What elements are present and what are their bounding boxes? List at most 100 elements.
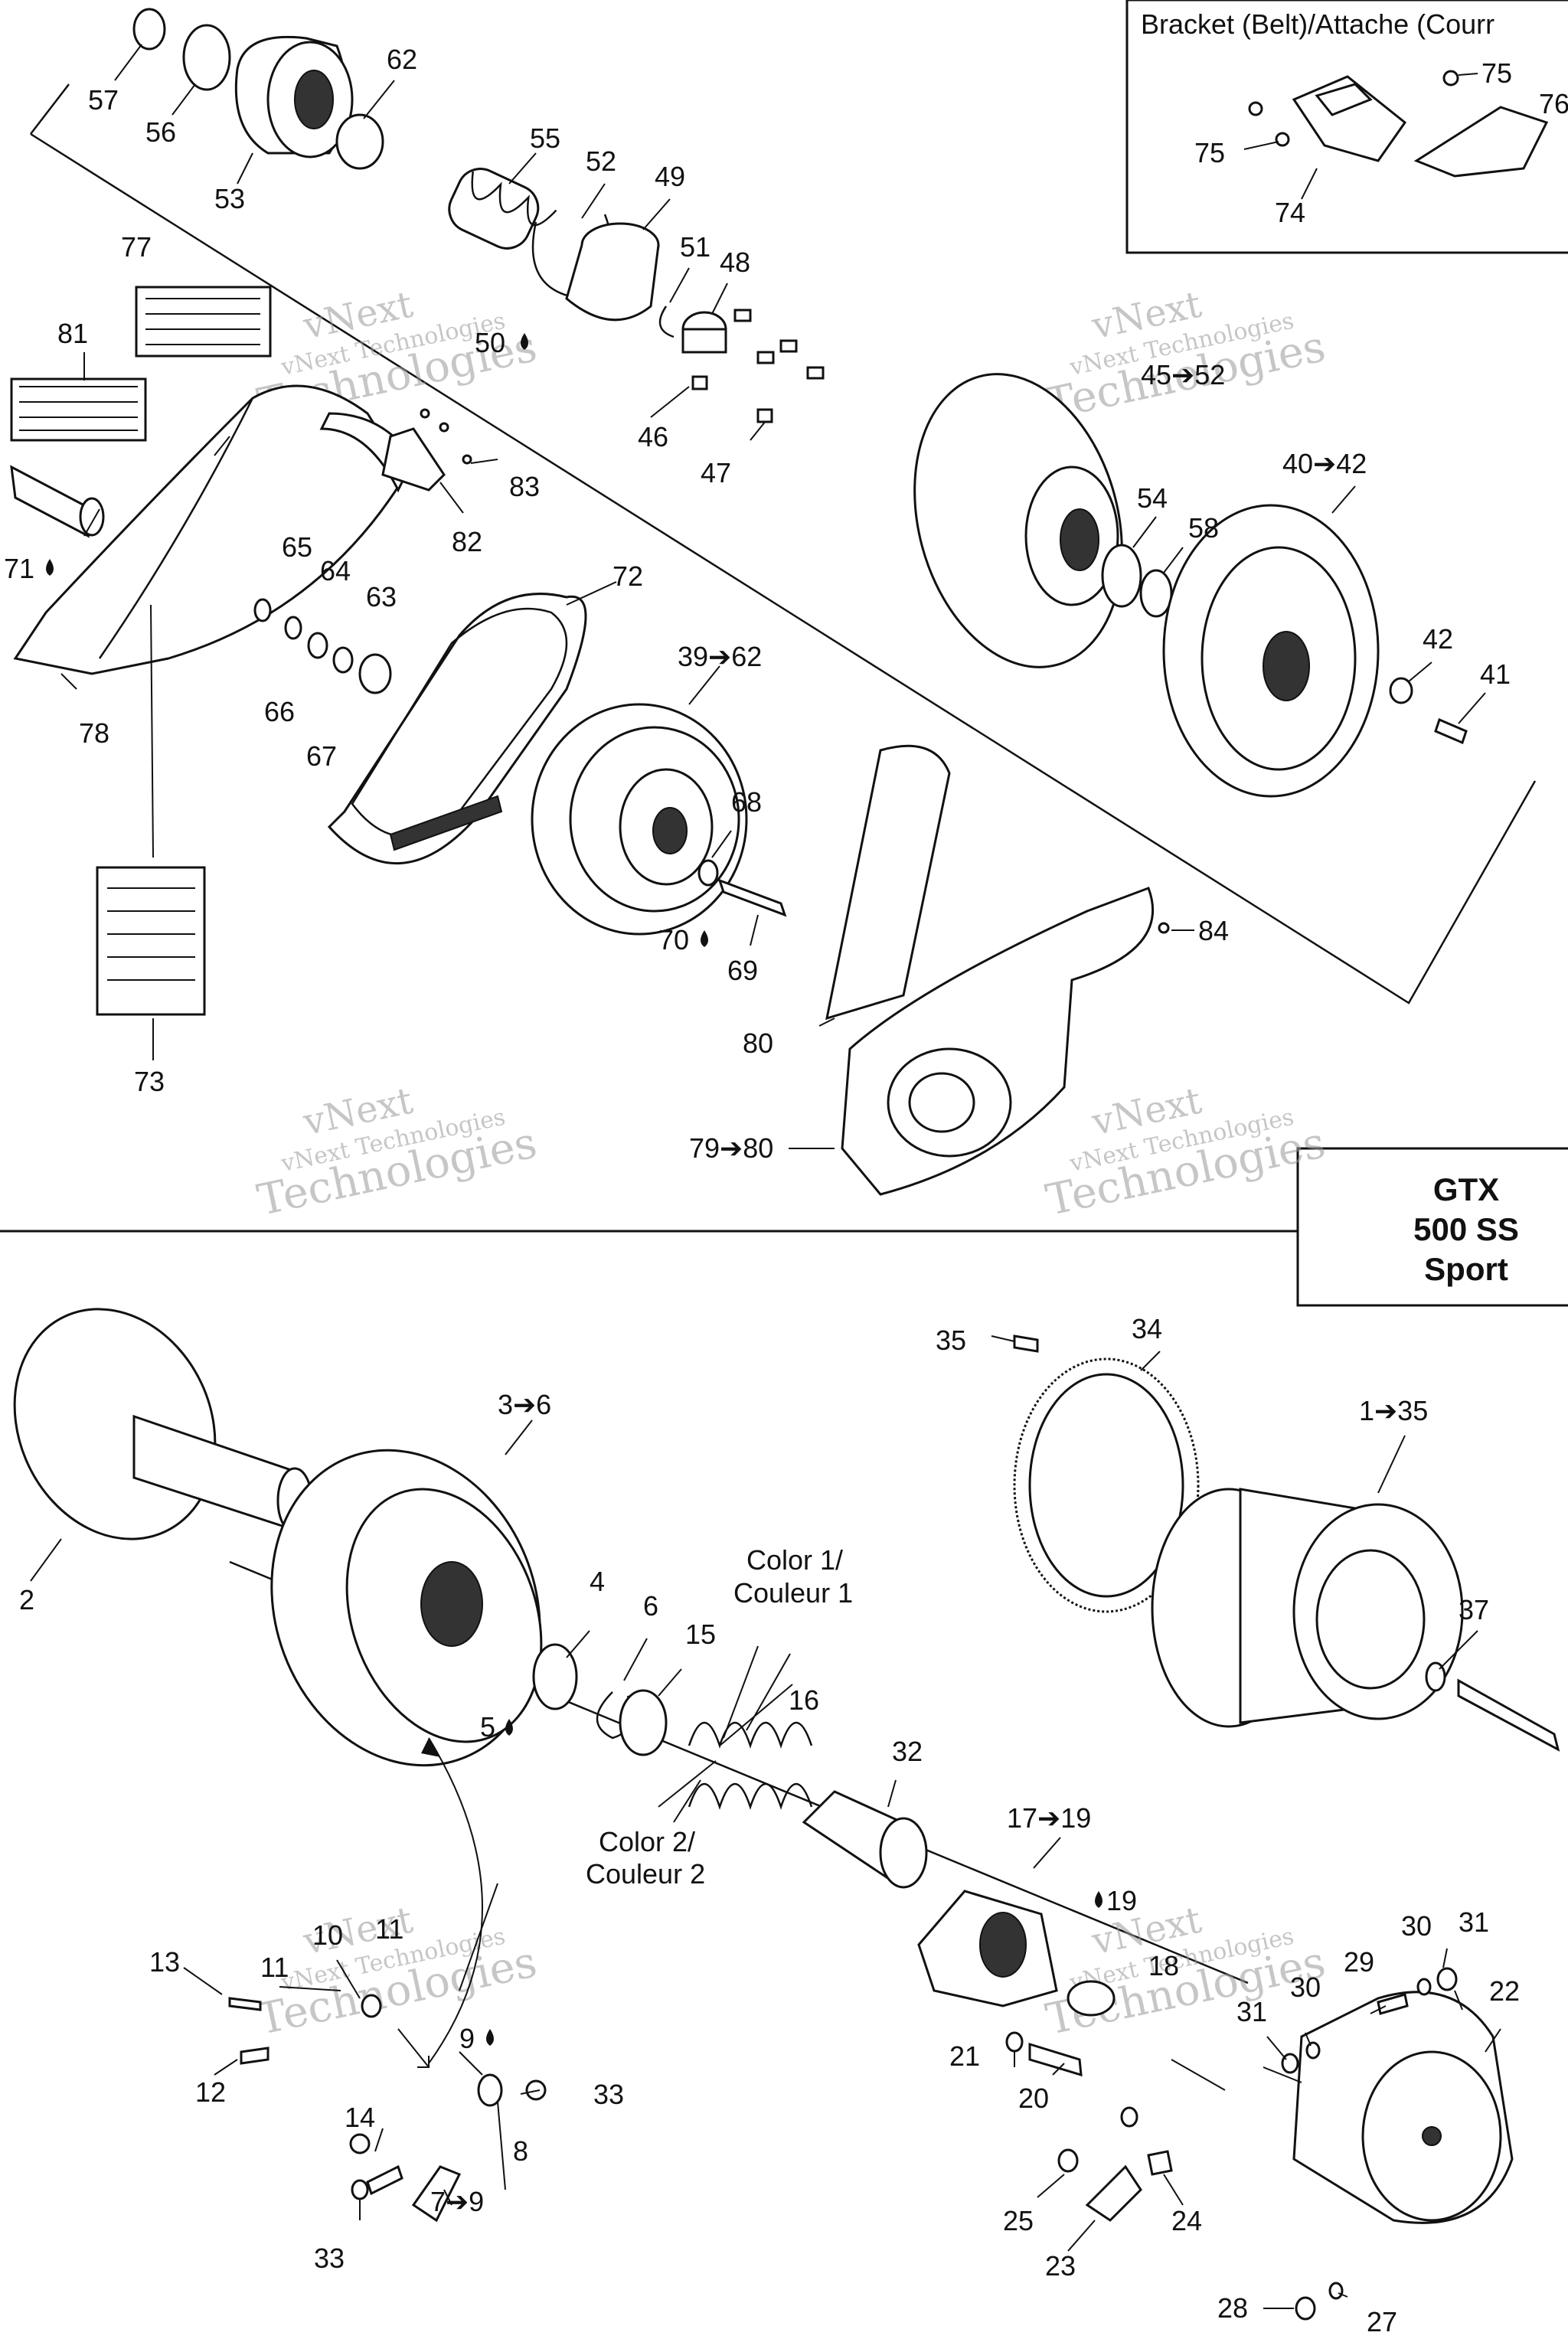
- model-line-1: GTX: [1433, 1171, 1499, 1207]
- label-color2-line2: Couleur 2: [586, 1858, 705, 1890]
- inset-label-75a: 75: [1481, 57, 1512, 89]
- part-34-ring-gear: [1013, 1357, 1200, 1613]
- label-31b: 31: [1236, 1996, 1267, 2027]
- label-16: 16: [789, 1684, 819, 1716]
- part-35-screw: [1013, 1334, 1039, 1353]
- part-3-6-movable-sheave: [270, 1449, 543, 1767]
- label-37: 37: [1459, 1594, 1489, 1625]
- part-22-housing: [1292, 1991, 1514, 2224]
- watermark-6: vNext vNext Technologies Technologies: [1042, 1899, 1330, 2045]
- part-71-bearing: [10, 465, 105, 538]
- screws-46-47: [691, 309, 825, 423]
- label-1-35: 1➔35: [1359, 1395, 1428, 1426]
- part-58-ring: [1139, 569, 1173, 618]
- model-box: GTX 500 SS Sport: [1296, 1147, 1568, 1307]
- part-72-drive-belt: [327, 593, 587, 864]
- label-18: 18: [1148, 1950, 1179, 1981]
- part-62-oring: [335, 113, 384, 170]
- inset-label-75b: 75: [1194, 137, 1225, 168]
- inset-label-74: 74: [1275, 197, 1305, 228]
- label-11b: 11: [260, 1952, 289, 1983]
- part-54-washer: [1101, 544, 1142, 608]
- part-27-washer: [1328, 2282, 1344, 2300]
- label-40-42: 40➔42: [1282, 448, 1367, 479]
- part-20-bolt: [1028, 2042, 1083, 2077]
- label-13: 13: [149, 1946, 180, 1978]
- part-84-screw: [1158, 922, 1170, 934]
- label-45-52: 45➔52: [1141, 359, 1225, 390]
- top-leaders: [60, 44, 1486, 1149]
- label-54: 54: [1137, 482, 1168, 514]
- belt-bracket-illustration: [1248, 70, 1549, 178]
- label-27: 27: [1367, 2306, 1397, 2337]
- part-48-bushing: [681, 311, 727, 354]
- label-72: 72: [612, 560, 643, 592]
- label-55: 55: [530, 122, 560, 154]
- label-3-6: 3➔6: [498, 1389, 551, 1420]
- part-16-spring: [688, 1721, 813, 1810]
- label-2: 2: [19, 1584, 34, 1615]
- label-39-62: 39➔62: [678, 641, 762, 672]
- label-65: 65: [282, 531, 312, 563]
- label-77: 77: [121, 231, 152, 263]
- label-6: 6: [643, 1590, 658, 1622]
- label-33a: 33: [593, 2079, 624, 2110]
- label-21: 21: [949, 2040, 980, 2072]
- part-63-67-washers: [253, 598, 392, 694]
- label-35: 35: [936, 1325, 966, 1356]
- label-51: 51: [680, 231, 710, 263]
- label-20: 20: [1018, 2082, 1049, 2114]
- label-10: 10: [312, 1919, 343, 1951]
- label-color1-line2: Couleur 1: [733, 1577, 853, 1609]
- part-82-bracket: [381, 427, 446, 492]
- label-57: 57: [88, 84, 119, 116]
- model-line-2: 500 SS: [1413, 1211, 1519, 1247]
- label-14: 14: [345, 2102, 375, 2133]
- decal-73: [96, 866, 206, 1016]
- part-28-nut: [1295, 2296, 1316, 2321]
- part-57-ring: [132, 8, 166, 51]
- part-1-35-drive-pulley: [1151, 1488, 1464, 1728]
- label-color2-line1: Color 2/: [599, 1826, 695, 1857]
- label-80: 80: [743, 1027, 773, 1059]
- part-49-sleeve: [565, 222, 660, 322]
- part-55-spring: [448, 168, 557, 250]
- model-line-3: Sport: [1424, 1251, 1508, 1287]
- label-4: 4: [590, 1566, 605, 1597]
- oil-drop-70: [701, 930, 708, 947]
- bottom-leaders: [30, 1335, 1501, 2309]
- label-17-19: 17➔19: [1007, 1802, 1091, 1834]
- part-53-cam: [234, 35, 354, 158]
- label-79-80: 79➔80: [689, 1132, 773, 1164]
- label-50: 50: [475, 327, 505, 358]
- part-79-80-cover: [825, 744, 1155, 1196]
- watermark-4: vNext vNext Technologies Technologies: [1042, 1080, 1330, 1226]
- part-68-washer: [697, 859, 719, 887]
- label-42: 42: [1423, 623, 1453, 655]
- label-84: 84: [1198, 915, 1229, 946]
- label-56: 56: [145, 116, 176, 148]
- part-21-washer: [1005, 2031, 1024, 2053]
- oil-drop-9: [486, 2029, 494, 2046]
- label-30b: 30: [1290, 1971, 1321, 2003]
- part-45-52-pulley: [913, 373, 1123, 668]
- label-62: 62: [387, 44, 417, 75]
- label-58: 58: [1188, 512, 1219, 544]
- part-15-washer: [619, 1689, 668, 1756]
- label-81: 81: [57, 318, 88, 349]
- label-70: 70: [658, 924, 689, 956]
- label-68: 68: [731, 786, 762, 818]
- watermark-2: vNext vNext Technologies Technologies: [1042, 283, 1330, 430]
- label-15: 15: [685, 1619, 716, 1650]
- label-12: 12: [195, 2076, 226, 2108]
- label-32: 32: [892, 1736, 923, 1767]
- part-39-62-driven-pulley: [531, 703, 748, 936]
- decal-81: [10, 377, 147, 442]
- part-83-screws: [420, 408, 472, 465]
- label-64: 64: [320, 555, 351, 586]
- label-34: 34: [1132, 1313, 1162, 1344]
- label-73: 73: [134, 1066, 165, 1097]
- label-22: 22: [1489, 1975, 1520, 2007]
- label-47: 47: [701, 457, 731, 488]
- label-66: 66: [264, 696, 295, 727]
